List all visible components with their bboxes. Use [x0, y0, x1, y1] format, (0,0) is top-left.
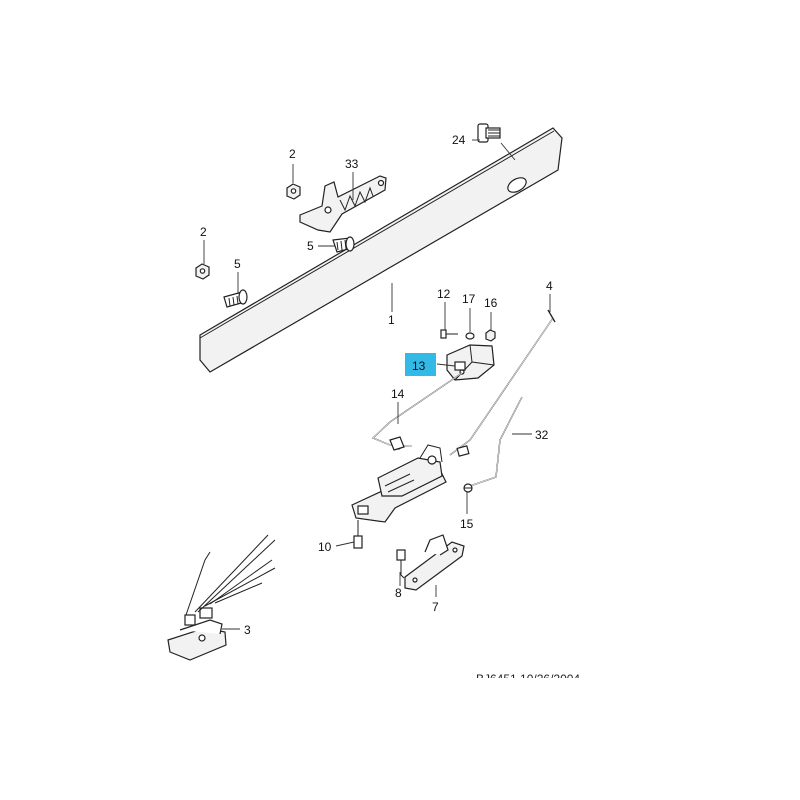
latch-actuator-13-part	[446, 344, 495, 381]
footer-caption-clip: BJ6451 10/26/2004	[476, 672, 580, 686]
callout-1[interactable]: 1	[388, 313, 395, 327]
clip-15-part	[463, 483, 473, 493]
callout-24[interactable]: 24	[452, 133, 466, 147]
bolt-24-part	[477, 123, 501, 143]
rod-4-part	[449, 309, 556, 456]
striker-plate-7-part	[404, 534, 465, 591]
lower-latch-3-part	[167, 534, 276, 661]
bolt-5-lower-part	[223, 289, 248, 308]
bolt-5-upper-part	[332, 236, 355, 253]
bolt-10-part	[353, 520, 363, 549]
latch-assembly-part	[351, 436, 470, 523]
nut-16-part	[485, 329, 496, 342]
callout-16[interactable]: 16	[484, 296, 498, 310]
rod-14-part	[371, 372, 463, 447]
callouts: 24 33 2 5 2 5 1 12 17 16 4 13 14 32 15 1…	[200, 133, 553, 637]
callout-13[interactable]: 13	[412, 359, 426, 373]
callout-7[interactable]: 7	[432, 600, 439, 614]
screw-12-part	[440, 329, 458, 339]
callout-2-upper[interactable]: 2	[289, 147, 296, 161]
washer-17-part	[465, 332, 475, 340]
callout-14[interactable]: 14	[391, 387, 405, 401]
hinge-bracket-33-part	[299, 175, 387, 233]
callout-3[interactable]: 3	[244, 623, 251, 637]
callout-4[interactable]: 4	[546, 279, 553, 293]
callout-15[interactable]: 15	[460, 517, 474, 531]
callout-33[interactable]: 33	[345, 157, 359, 171]
callout-32[interactable]: 32	[535, 428, 549, 442]
footer-caption: BJ6451 10/26/2004	[476, 672, 580, 686]
callout-17[interactable]: 17	[462, 292, 476, 306]
callout-12[interactable]: 12	[437, 287, 451, 301]
bolt-8-part	[396, 549, 406, 579]
leader-lines	[203, 139, 551, 630]
nut-2-upper-part	[286, 183, 301, 200]
callout-5-lower[interactable]: 5	[234, 257, 241, 271]
callout-2-lower[interactable]: 2	[200, 225, 207, 239]
trim-panel	[199, 127, 563, 373]
callout-13-highlight	[405, 353, 436, 376]
callout-10[interactable]: 10	[318, 540, 332, 554]
callout-5-upper[interactable]: 5	[307, 239, 314, 253]
callout-8[interactable]: 8	[395, 586, 402, 600]
rod-32-part	[469, 396, 523, 487]
nut-2-lower-part	[195, 263, 210, 280]
